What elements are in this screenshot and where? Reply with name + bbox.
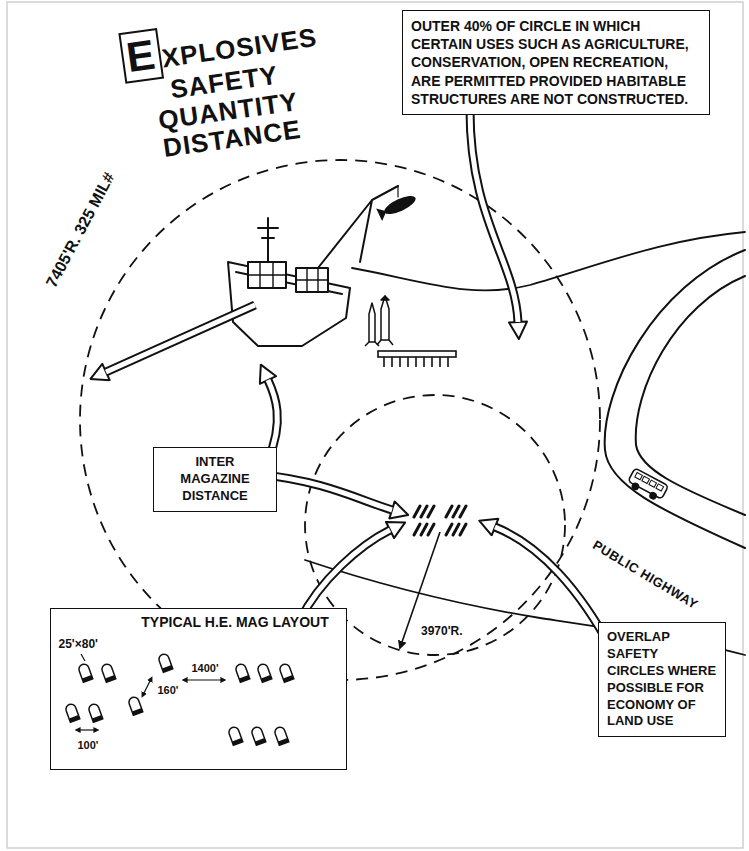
box-text: INTER MAGAZINE DISTANCE [162, 454, 268, 505]
box-text: OUTER 40% OF CIRCLE IN WHICH CERTAIN USE… [411, 17, 701, 108]
dimension-label: 100' [76, 739, 101, 752]
callout-box: OVERLAP SAFETY CIRCLES WHERE POSSIBLE FO… [598, 622, 726, 737]
page-frame [7, 2, 743, 848]
dimension-label: 1400' [190, 662, 221, 675]
inset-ground [50, 608, 347, 770]
pier-drawing [378, 351, 456, 367]
box-text: TYPICAL H.E. MAG LAYOUT [139, 613, 331, 631]
missile-symbols [365, 296, 393, 346]
magazine-layout-drawing [65, 653, 294, 745]
safety-circles [80, 160, 600, 680]
bus-symbol [626, 468, 668, 503]
torpedo-symbol [376, 191, 418, 221]
radius-label: 7405'R. 325 MIL# [42, 170, 118, 291]
hollow-leader-arrows [106, 110, 612, 650]
diagram-title: EXPLOSIVES SAFETY QUANTITY DISTANCE [92, 5, 358, 170]
shoreline [305, 232, 745, 655]
callout-box: INTER MAGAZINE DISTANCE [153, 447, 277, 512]
public-highway [605, 250, 745, 548]
magazine-cluster [414, 506, 466, 535]
dimension-label: 25'×80' [57, 638, 100, 652]
box-text: OVERLAP SAFETY CIRCLES WHERE POSSIBLE FO… [607, 629, 717, 730]
dimension-label: 160' [156, 684, 181, 697]
radius-label: 3970'R. [421, 625, 463, 639]
road-label: PUBLIC HIGHWAY [590, 538, 700, 613]
note-box: OUTER 40% OF CIRCLE IN WHICH CERTAIN USE… [402, 10, 710, 115]
ship-drawing [228, 186, 398, 346]
